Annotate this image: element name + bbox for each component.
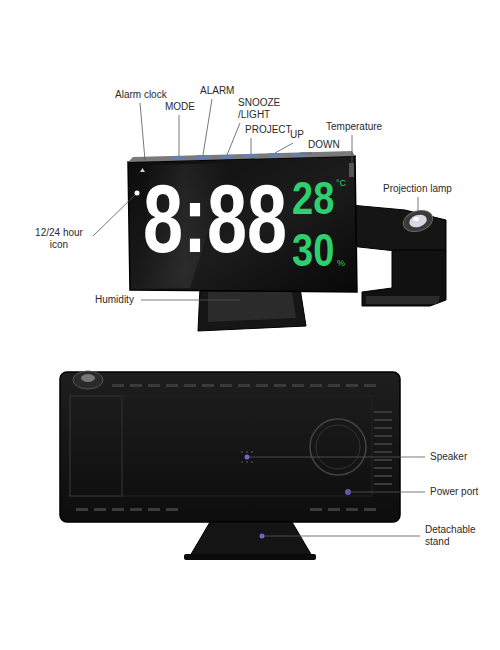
part-label: Power port [430, 486, 478, 498]
part-label: 12/24 hour icon [28, 227, 90, 251]
humidity-unit: % [337, 258, 345, 269]
hour-indicator [135, 191, 140, 196]
bottom-vents [76, 508, 376, 511]
humidity-digits: 30 [292, 228, 334, 274]
front-stand [198, 288, 306, 331]
back-panel [122, 396, 372, 496]
clock-back-body [60, 372, 400, 522]
time-digits: 8:88 [143, 170, 287, 267]
top-vents [112, 384, 376, 387]
projector-foot [366, 296, 440, 304]
button-label: MODE [165, 101, 195, 113]
clock-front-body [128, 156, 357, 292]
button-label: SNOOZE /LIGHT [238, 97, 278, 121]
leader-lines [247, 457, 425, 536]
stand-reflection [208, 292, 296, 322]
button-label: ALARM [200, 85, 234, 97]
detachable-stand [190, 522, 312, 556]
temperature-unit: °C [336, 178, 346, 189]
temperature-digits: 28 [292, 176, 334, 222]
battery-panel [70, 396, 122, 496]
alarm-button [196, 155, 210, 159]
part-label: Speaker [430, 451, 467, 463]
stand-base [184, 554, 316, 560]
temperature-sensor [349, 163, 354, 177]
snooze-button [220, 155, 234, 159]
button-label: PROJECT [245, 124, 292, 136]
lens-glint [413, 217, 419, 221]
projector-housing [350, 205, 446, 252]
side-vents [374, 412, 392, 484]
up-button [268, 153, 282, 157]
battery-cover-ring [316, 425, 360, 469]
top-bevel [128, 151, 355, 162]
leader-lines [93, 99, 418, 300]
down-button [292, 153, 306, 157]
part-label: Temperature [326, 121, 382, 133]
button-label: DOWN [308, 139, 340, 151]
projector-arm [362, 250, 446, 306]
lamp-rim [401, 207, 436, 235]
mode-button [172, 156, 186, 160]
part-label: Humidity [95, 294, 134, 306]
project-button [244, 154, 258, 158]
leader-dots [245, 455, 265, 539]
projector-knob [73, 371, 103, 389]
battery-cover [310, 419, 366, 475]
projection-lens [408, 213, 429, 230]
button-label: UP [290, 129, 304, 141]
part-label: Projection lamp [383, 183, 452, 195]
part-label: Detachable stand [425, 524, 485, 548]
part-label: Alarm clock [115, 89, 167, 101]
knob-top [81, 374, 95, 382]
